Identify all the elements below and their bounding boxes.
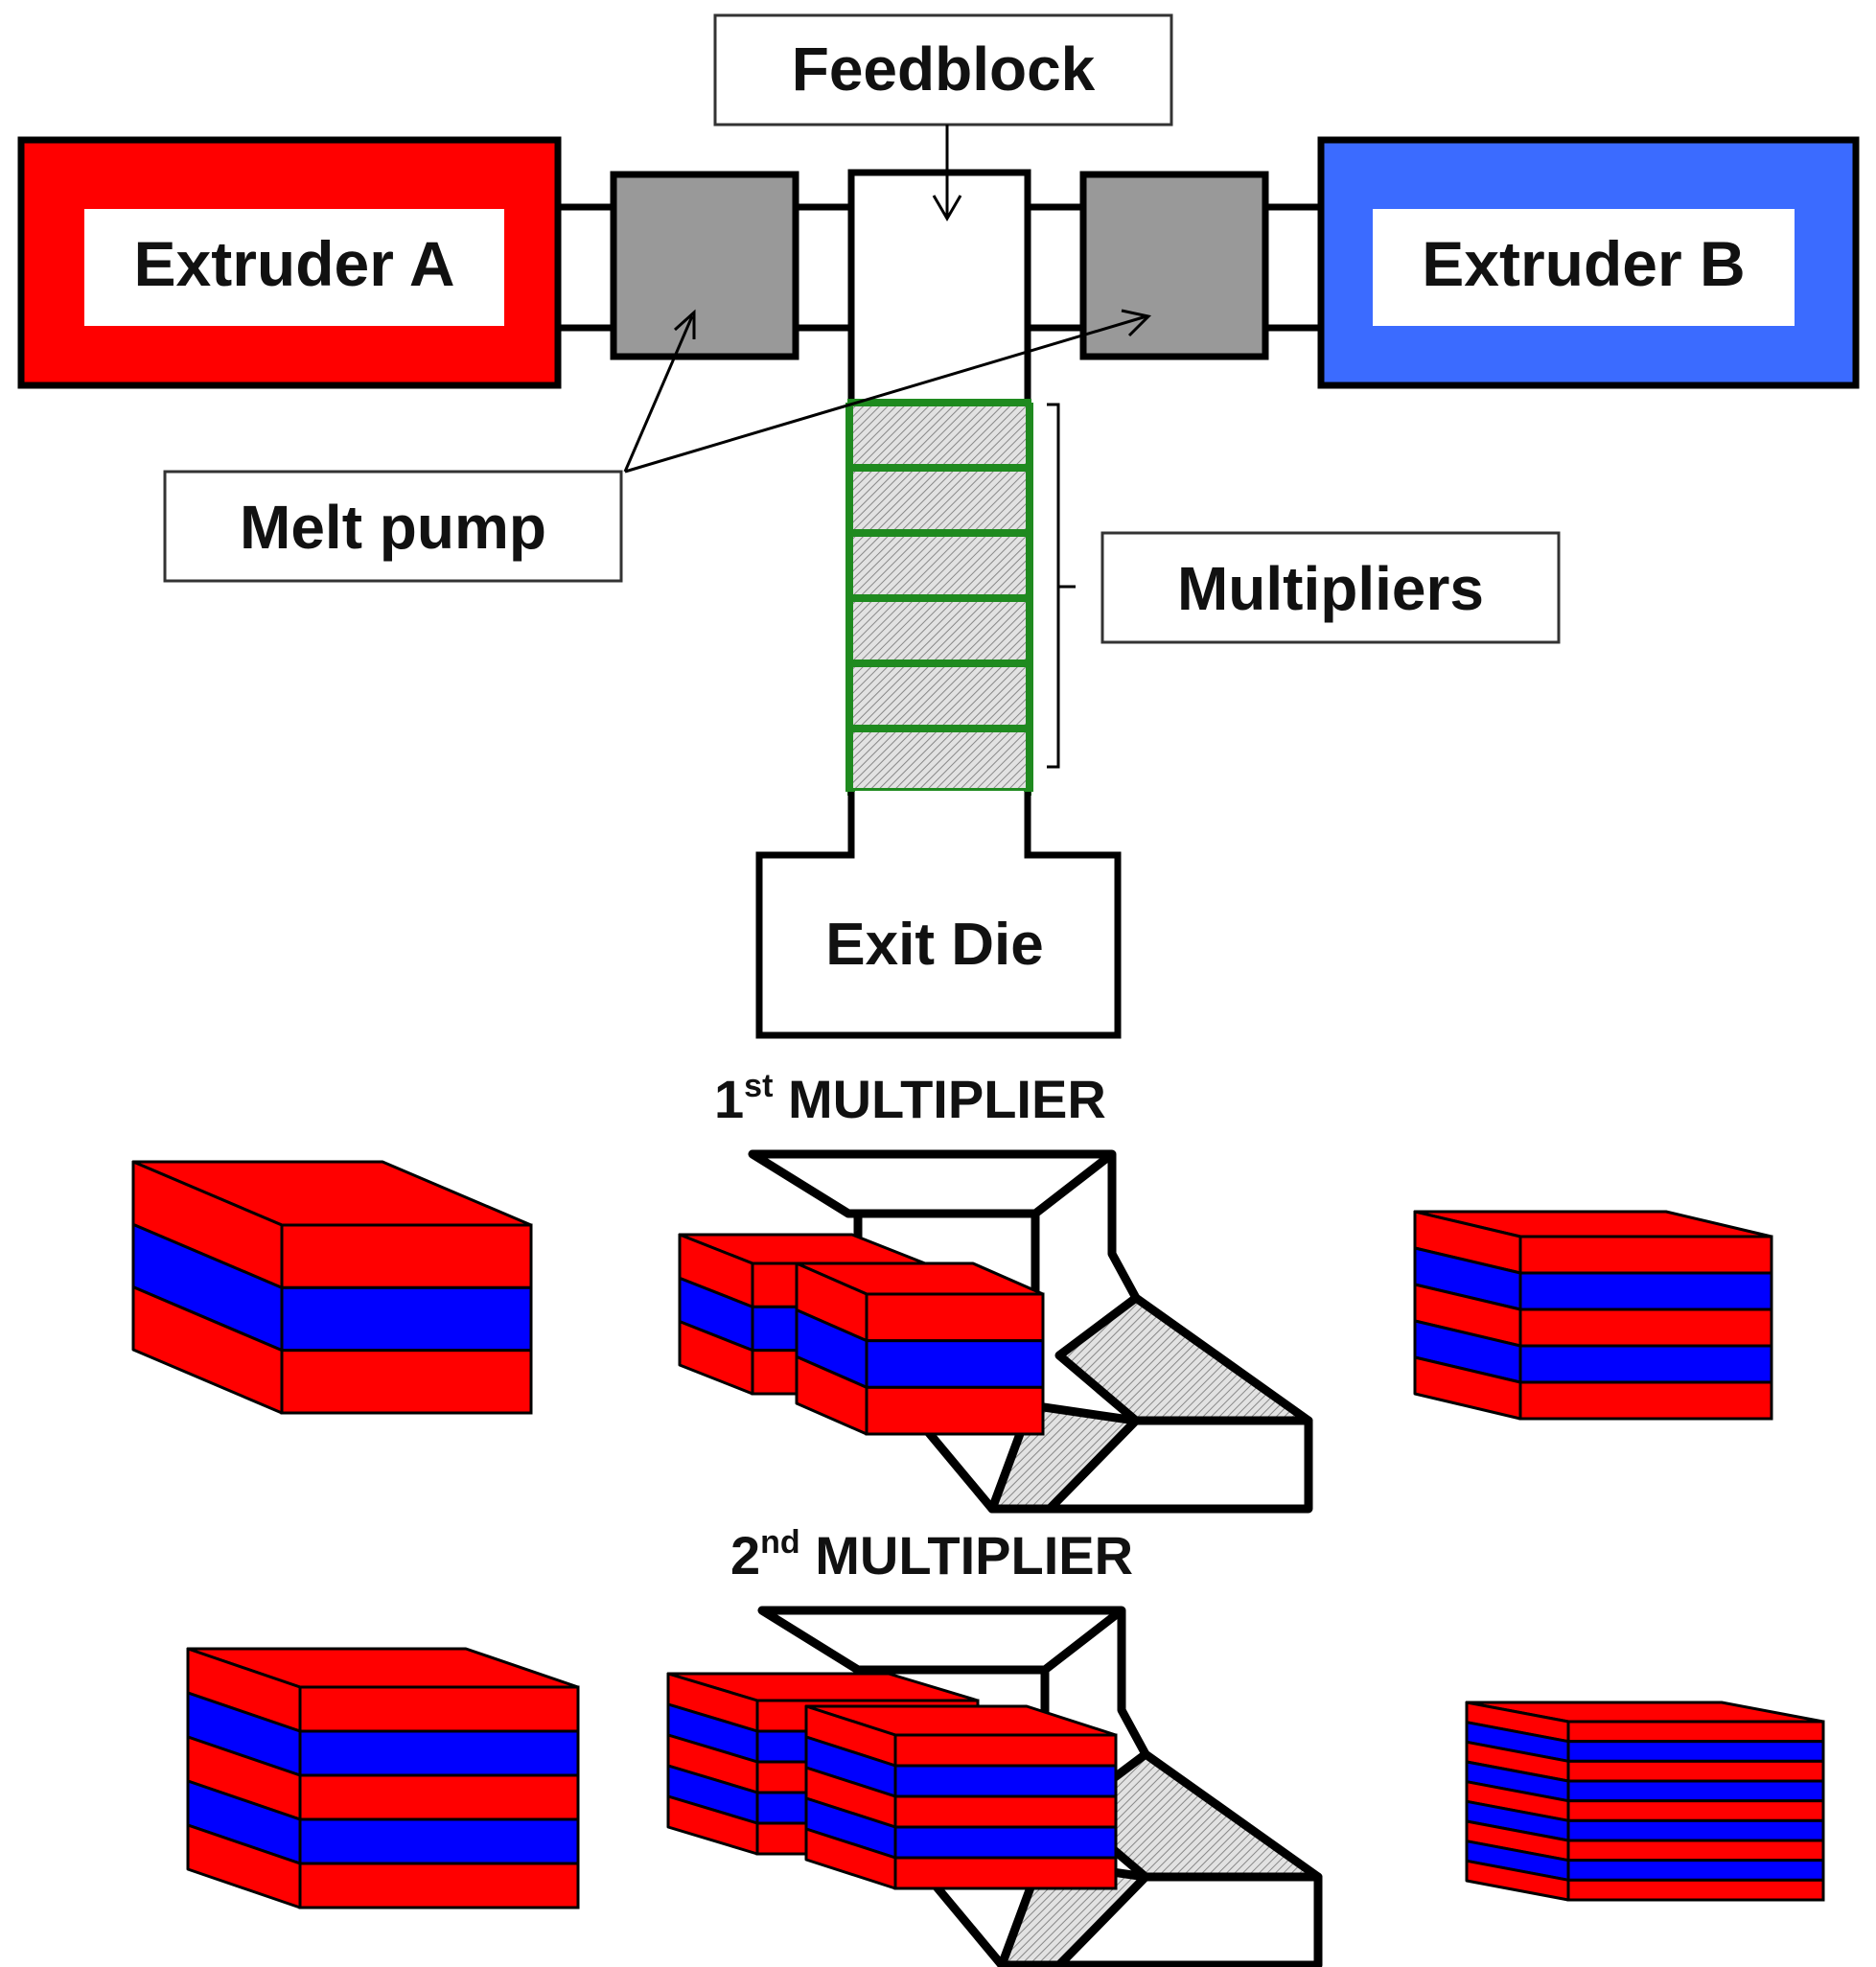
stage1-output-block-front-layer-1 [1518, 1235, 1773, 1275]
stage2-output-block-front-layer-2 [1566, 1740, 1825, 1763]
melt-pump-label: Melt pump [240, 493, 546, 562]
pipe-a-pump [554, 203, 617, 332]
stage2-output-block-front-layer-4 [1566, 1779, 1825, 1803]
first-multiplier-title: 1st MULTIPLIER [714, 1068, 1106, 1129]
extruder-a-label-box [84, 209, 504, 326]
stage2-die-exit-base [1054, 1872, 1323, 1967]
melt-pump-pointer-left [623, 315, 694, 473]
second-multiplier-title: 2nd MULTIPLIER [730, 1524, 1133, 1585]
extruder-b-label-box [1373, 209, 1795, 326]
extruder-a-label: Extruder A [134, 228, 455, 299]
feedblock-column [847, 169, 1031, 406]
stage2-input-block-front-layer-5 [298, 1862, 580, 1909]
stage1-die-exit-base [1045, 1416, 1313, 1514]
stage1-input-block-front-layer-1 [280, 1223, 533, 1289]
stage2-output-block-front-layer-3 [1566, 1759, 1825, 1783]
multipliers-callout: Multipliers [1047, 403, 1561, 769]
stage2-split-front-front-layer-2 [893, 1764, 1118, 1798]
multipliers-label-box [1100, 531, 1561, 644]
stage2-output-block-front-layer-8 [1566, 1859, 1825, 1882]
stage2-split-front-front-layer-5 [893, 1856, 1118, 1890]
stage2-input-block-front-layer-2 [298, 1729, 580, 1777]
stage2-die-top-funnel [757, 1606, 1126, 1675]
exit-die [755, 792, 1122, 1039]
stage1-output-block-front-layer-3 [1518, 1307, 1773, 1348]
stage2-die-right-wall [1117, 1610, 1149, 1757]
stage2-split-front-front-layer-4 [893, 1825, 1118, 1860]
multiplier-stack [845, 399, 1033, 796]
stage1-die-ramp-upper [1054, 1293, 1313, 1425]
multipliers-bracket [1047, 403, 1076, 769]
pipe-pump-feedblock-left [792, 203, 855, 332]
melt-pump-arrowhead-right [1121, 309, 1152, 337]
extrusion-line: Extruder A Extruder B Exit Die Feedblock [17, 13, 1860, 1039]
stage2-output-block-front-layer-9 [1566, 1878, 1825, 1902]
stage1-output-block-front-layer-5 [1518, 1380, 1773, 1421]
melt-pump-arrowhead-left [673, 309, 696, 339]
melt-pump-label-box [163, 470, 623, 583]
stage1-split-front [795, 1261, 1045, 1436]
stage1-split-front-front-layer-2 [865, 1339, 1045, 1389]
first-multiplier-stage [131, 1149, 1773, 1514]
stage2-output-block-front-layer-5 [1566, 1799, 1825, 1822]
second-multiplier-stage [186, 1606, 1825, 1967]
melt-pump-pointer-right [624, 314, 1147, 474]
feedblock-arrowhead [932, 195, 962, 221]
feedblock-label-box [713, 13, 1173, 127]
stage1-die-top-funnel [748, 1149, 1117, 1218]
extruder-a: Extruder A [17, 136, 562, 389]
feedblock-callout: Feedblock [713, 13, 1173, 221]
stage2-split-front-front-layer-3 [893, 1794, 1118, 1829]
stage2-split-front-front-layer-1 [893, 1733, 1118, 1768]
stage2-input-block [186, 1647, 580, 1909]
exit-die-label: Exit Die [825, 912, 1043, 978]
stage2-output-block-front-layer-6 [1566, 1818, 1825, 1842]
stage1-output-block [1413, 1210, 1773, 1421]
melt-pump-right [1079, 171, 1269, 360]
stage1-split-front-front-layer-3 [865, 1385, 1045, 1436]
extruder-b-label: Extruder B [1422, 228, 1745, 299]
stage1-input-block [131, 1160, 533, 1415]
melt-pump-left [610, 171, 799, 360]
feedblock-label: Feedblock [792, 35, 1096, 104]
stage2-input-block-front-layer-4 [298, 1817, 580, 1865]
multipliers-label: Multipliers [1177, 554, 1484, 623]
stage1-split-front-front-layer-1 [865, 1292, 1045, 1343]
stage1-input-block-front-layer-3 [280, 1349, 533, 1415]
stage1-output-block-front-layer-2 [1518, 1271, 1773, 1311]
stage1-die-right-wall [1107, 1154, 1140, 1301]
stage2-output-block-front-layer-1 [1566, 1720, 1825, 1744]
stage2-input-block-front-layer-1 [298, 1685, 580, 1733]
stage2-input-block-front-layer-3 [298, 1773, 580, 1821]
pipe-pump-b [1262, 203, 1325, 332]
stage2-output-block-front-layer-7 [1566, 1839, 1825, 1863]
extruder-b: Extruder B [1317, 136, 1860, 389]
stage2-split-front [804, 1704, 1118, 1890]
stage2-output-block [1465, 1701, 1825, 1902]
melt-pump-callout: Melt pump [163, 309, 1152, 583]
stage1-output-block-front-layer-4 [1518, 1344, 1773, 1384]
stage1-input-block-front-layer-2 [280, 1285, 533, 1353]
pipe-feedblock-pump-right [1024, 203, 1087, 332]
connector-pipes [554, 203, 1325, 332]
